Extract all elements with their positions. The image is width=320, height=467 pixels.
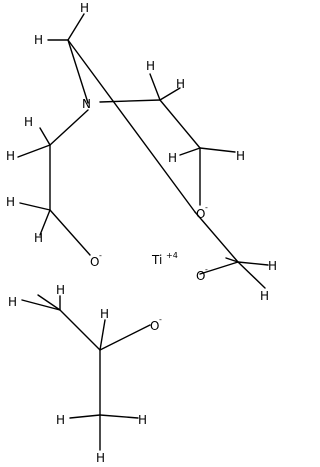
bond-h: [99, 414, 139, 419]
atom-h: H: [34, 231, 43, 245]
bond: [37, 294, 61, 311]
atom-h: H: [80, 1, 89, 15]
atom-h: H: [260, 289, 269, 303]
bond-h: [17, 144, 51, 158]
bond-h: [99, 319, 106, 351]
bond-h: [39, 127, 51, 146]
bond: [49, 109, 89, 146]
atom-h: H: [34, 33, 43, 47]
atom-h: H: [56, 283, 65, 297]
bond-h: [199, 147, 236, 153]
bond: [67, 39, 89, 104]
bond-h: [179, 147, 201, 156]
atom-h: H: [168, 151, 177, 165]
bond: [99, 99, 161, 103]
atom-h: H: [24, 115, 33, 129]
atom-h: H: [6, 149, 15, 163]
atom-o-left-charge: -: [99, 251, 102, 260]
atom-ti-charge: +4: [166, 251, 178, 260]
bond-h: [237, 261, 266, 289]
bond-h: [149, 73, 161, 101]
atom-o-iso-charge: -: [159, 315, 162, 324]
atom-o-right-charge: -: [205, 265, 208, 274]
atom-o-left: O: [90, 255, 99, 269]
bonds: [17, 13, 269, 451]
bond: [194, 211, 239, 263]
bond-h: [39, 209, 51, 236]
atom-h: H: [268, 259, 277, 273]
atom-h: H: [100, 307, 109, 321]
bond: [237, 261, 269, 266]
atom-h: H: [146, 59, 155, 73]
bond: [59, 309, 101, 351]
atom-h: H: [176, 77, 185, 91]
atom-ti: Ti: [151, 253, 162, 267]
atom-h: H: [56, 413, 65, 427]
bond-h: [69, 414, 101, 419]
bond-h: [67, 13, 85, 41]
bond: [67, 39, 196, 213]
atom-o-ring-charge: -: [205, 203, 208, 212]
bond-h: [19, 202, 51, 211]
atom-o-right: O: [196, 269, 205, 283]
atom-h: H: [96, 451, 105, 465]
atom-n: N: [82, 97, 91, 111]
atom-h: H: [138, 413, 147, 427]
bond: [49, 209, 91, 256]
atom-labels: N O - O - O - O - Ti +4 H H H H H H H H …: [6, 1, 277, 465]
bond-h: [159, 87, 181, 101]
atom-h: H: [236, 149, 245, 163]
bond: [225, 257, 239, 263]
atom-h: H: [6, 195, 15, 209]
atom-h: H: [8, 295, 17, 309]
structure-diagram: N O - O - O - O - Ti +4 H H H H H H H H …: [6, 1, 277, 465]
bond-h: [21, 299, 61, 311]
bond: [199, 261, 239, 275]
bond: [99, 324, 151, 351]
atom-o-ring: O: [196, 207, 205, 221]
atom-o-iso: O: [150, 319, 159, 333]
bond: [159, 99, 201, 149]
